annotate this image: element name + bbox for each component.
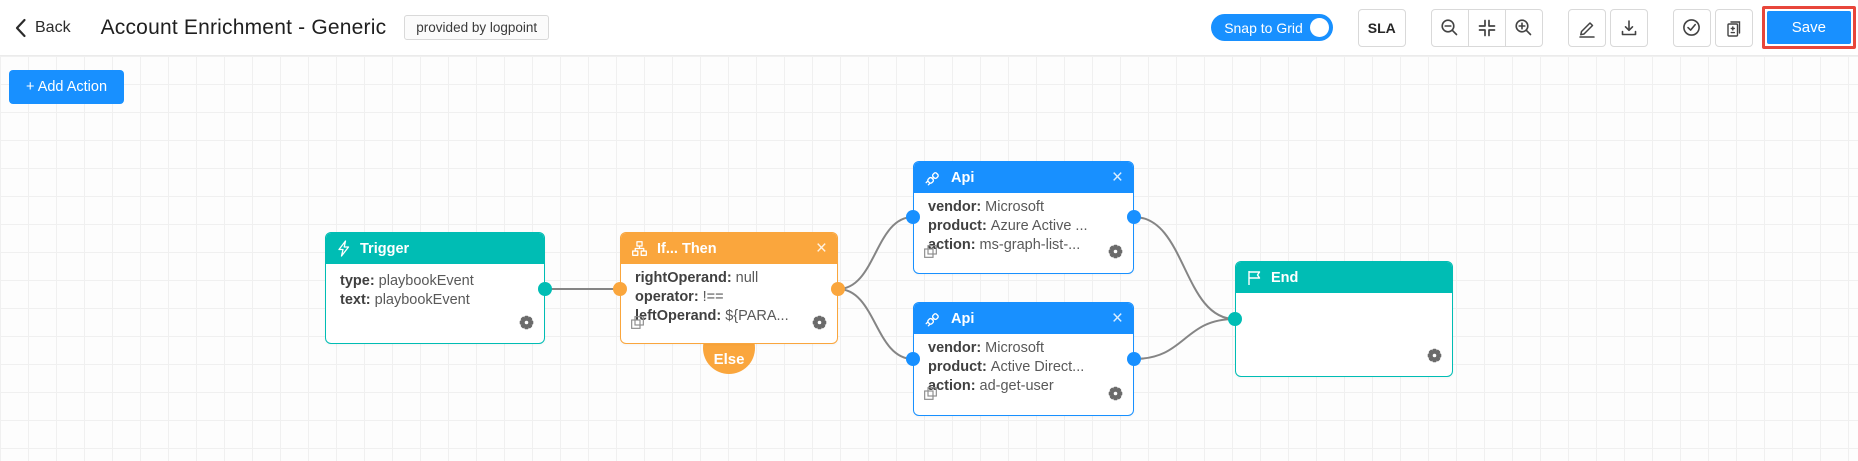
node-field: leftOperand:${PARA... bbox=[635, 308, 789, 325]
playbook-canvas[interactable]: + Add Action Else Trigger type:playbookE… bbox=[0, 56, 1858, 461]
port-ifthen-in[interactable] bbox=[613, 282, 627, 296]
flag-icon bbox=[1246, 269, 1262, 286]
node-end-body bbox=[1236, 293, 1452, 376]
gear-icon[interactable] bbox=[1426, 347, 1443, 370]
node-end[interactable]: End bbox=[1235, 261, 1453, 377]
gear-icon[interactable] bbox=[1107, 243, 1124, 266]
node-api-bottom[interactable]: Api × vendor:Microsoft product:Active Di… bbox=[913, 302, 1134, 416]
back-button[interactable]: Back bbox=[14, 18, 71, 38]
node-field: operator:!== bbox=[635, 289, 724, 306]
page-title: Account Enrichment - Generic bbox=[100, 15, 387, 39]
check-circle-icon bbox=[1681, 17, 1702, 38]
save-button[interactable]: Save bbox=[1766, 11, 1851, 44]
node-api-top-header[interactable]: Api × bbox=[914, 162, 1133, 193]
zoom-out-button[interactable] bbox=[1430, 8, 1469, 47]
gear-icon[interactable] bbox=[811, 314, 828, 337]
edit-button[interactable] bbox=[1567, 8, 1606, 47]
gear-icon[interactable] bbox=[1107, 385, 1124, 408]
duplicate-icon[interactable] bbox=[630, 315, 645, 336]
node-title: Api bbox=[951, 169, 975, 186]
duplicate-icon[interactable] bbox=[923, 244, 938, 265]
node-field: action:ad-get-user bbox=[928, 378, 1054, 395]
node-ifthen-body: rightOperand:null operator:!== leftOpera… bbox=[621, 264, 837, 343]
edge-ifthen-api-top bbox=[837, 216, 914, 290]
node-title: Trigger bbox=[360, 240, 410, 257]
node-field: text:playbookEvent bbox=[340, 292, 470, 309]
sla-button[interactable]: SLA bbox=[1357, 8, 1406, 47]
zoom-out-icon bbox=[1439, 17, 1460, 38]
validate-button[interactable] bbox=[1672, 8, 1711, 47]
edge-api-top-end bbox=[1133, 216, 1236, 320]
node-api-bottom-body: vendor:Microsoft product:Active Direct..… bbox=[914, 334, 1133, 414]
provided-by-badge: provided by logpoint bbox=[404, 15, 550, 40]
node-trigger-body: type:playbookEvent text:playbookEvent bbox=[326, 264, 544, 343]
port-api-bottom-in[interactable] bbox=[906, 352, 920, 366]
node-field: rightOperand:null bbox=[635, 270, 759, 286]
node-ifthen[interactable]: If... Then × rightOperand:null operator:… bbox=[620, 232, 838, 344]
node-trigger-header[interactable]: Trigger bbox=[326, 233, 544, 264]
port-ifthen-out[interactable] bbox=[831, 282, 845, 296]
node-end-header[interactable]: End bbox=[1236, 262, 1452, 293]
node-api-top[interactable]: Api × vendor:Microsoft product:Azure Act… bbox=[913, 161, 1134, 274]
node-field: vendor:Microsoft bbox=[928, 340, 1044, 356]
node-title: If... Then bbox=[657, 240, 717, 257]
zoom-in-button[interactable] bbox=[1504, 8, 1543, 47]
port-api-top-in[interactable] bbox=[906, 210, 920, 224]
node-field: product:Azure Active ... bbox=[928, 218, 1088, 235]
port-api-bottom-out[interactable] bbox=[1127, 352, 1141, 366]
node-field: type:playbookEvent bbox=[340, 273, 474, 289]
gear-icon[interactable] bbox=[518, 314, 535, 337]
toggle-knob bbox=[1309, 18, 1329, 37]
top-toolbar: Back Account Enrichment - Generic provid… bbox=[0, 0, 1858, 56]
else-label: Else bbox=[713, 351, 745, 368]
node-api-bottom-header[interactable]: Api × bbox=[914, 303, 1133, 334]
node-field: vendor:Microsoft bbox=[928, 199, 1044, 215]
playbook-versions-button[interactable] bbox=[1714, 8, 1753, 47]
fit-view-icon bbox=[1477, 18, 1497, 38]
node-field: product:Active Direct... bbox=[928, 359, 1085, 376]
plug-icon bbox=[924, 310, 942, 328]
add-action-button[interactable]: + Add Action bbox=[9, 70, 125, 104]
sitemap-icon bbox=[631, 240, 648, 257]
pencil-icon bbox=[1577, 18, 1597, 38]
port-end-in[interactable] bbox=[1228, 312, 1242, 326]
zoom-controls bbox=[1430, 8, 1543, 47]
snap-to-grid-toggle[interactable]: Snap to Grid bbox=[1211, 14, 1333, 41]
pages-plus-minus-icon bbox=[1724, 18, 1744, 38]
edge-api-bottom-end bbox=[1133, 318, 1236, 360]
node-ifthen-header[interactable]: If... Then × bbox=[621, 233, 837, 264]
edit-export-controls bbox=[1567, 8, 1648, 47]
zoom-in-icon bbox=[1513, 17, 1534, 38]
back-label: Back bbox=[35, 18, 71, 36]
snap-to-grid-label: Snap to Grid bbox=[1224, 19, 1303, 36]
close-icon[interactable]: × bbox=[815, 238, 827, 259]
node-title: End bbox=[1271, 269, 1299, 286]
download-button[interactable] bbox=[1609, 8, 1648, 47]
validate-notes-controls bbox=[1672, 8, 1753, 47]
close-icon[interactable]: × bbox=[1111, 308, 1123, 329]
port-api-top-out[interactable] bbox=[1127, 210, 1141, 224]
download-icon bbox=[1619, 18, 1639, 38]
node-field: action:ms-graph-list-... bbox=[928, 237, 1081, 254]
node-title: Api bbox=[951, 310, 975, 327]
plug-icon bbox=[924, 169, 942, 187]
lightning-icon bbox=[336, 240, 351, 257]
port-trigger-out[interactable] bbox=[538, 282, 552, 296]
save-button-highlight: Save bbox=[1761, 6, 1856, 49]
chevron-left-icon bbox=[14, 18, 27, 38]
fit-view-button[interactable] bbox=[1467, 8, 1506, 47]
edge-ifthen-api-bottom bbox=[837, 288, 914, 360]
node-trigger[interactable]: Trigger type:playbookEvent text:playbook… bbox=[325, 232, 545, 344]
node-api-top-body: vendor:Microsoft product:Azure Active ..… bbox=[914, 193, 1133, 272]
close-icon[interactable]: × bbox=[1111, 167, 1123, 188]
duplicate-icon[interactable] bbox=[923, 386, 938, 407]
